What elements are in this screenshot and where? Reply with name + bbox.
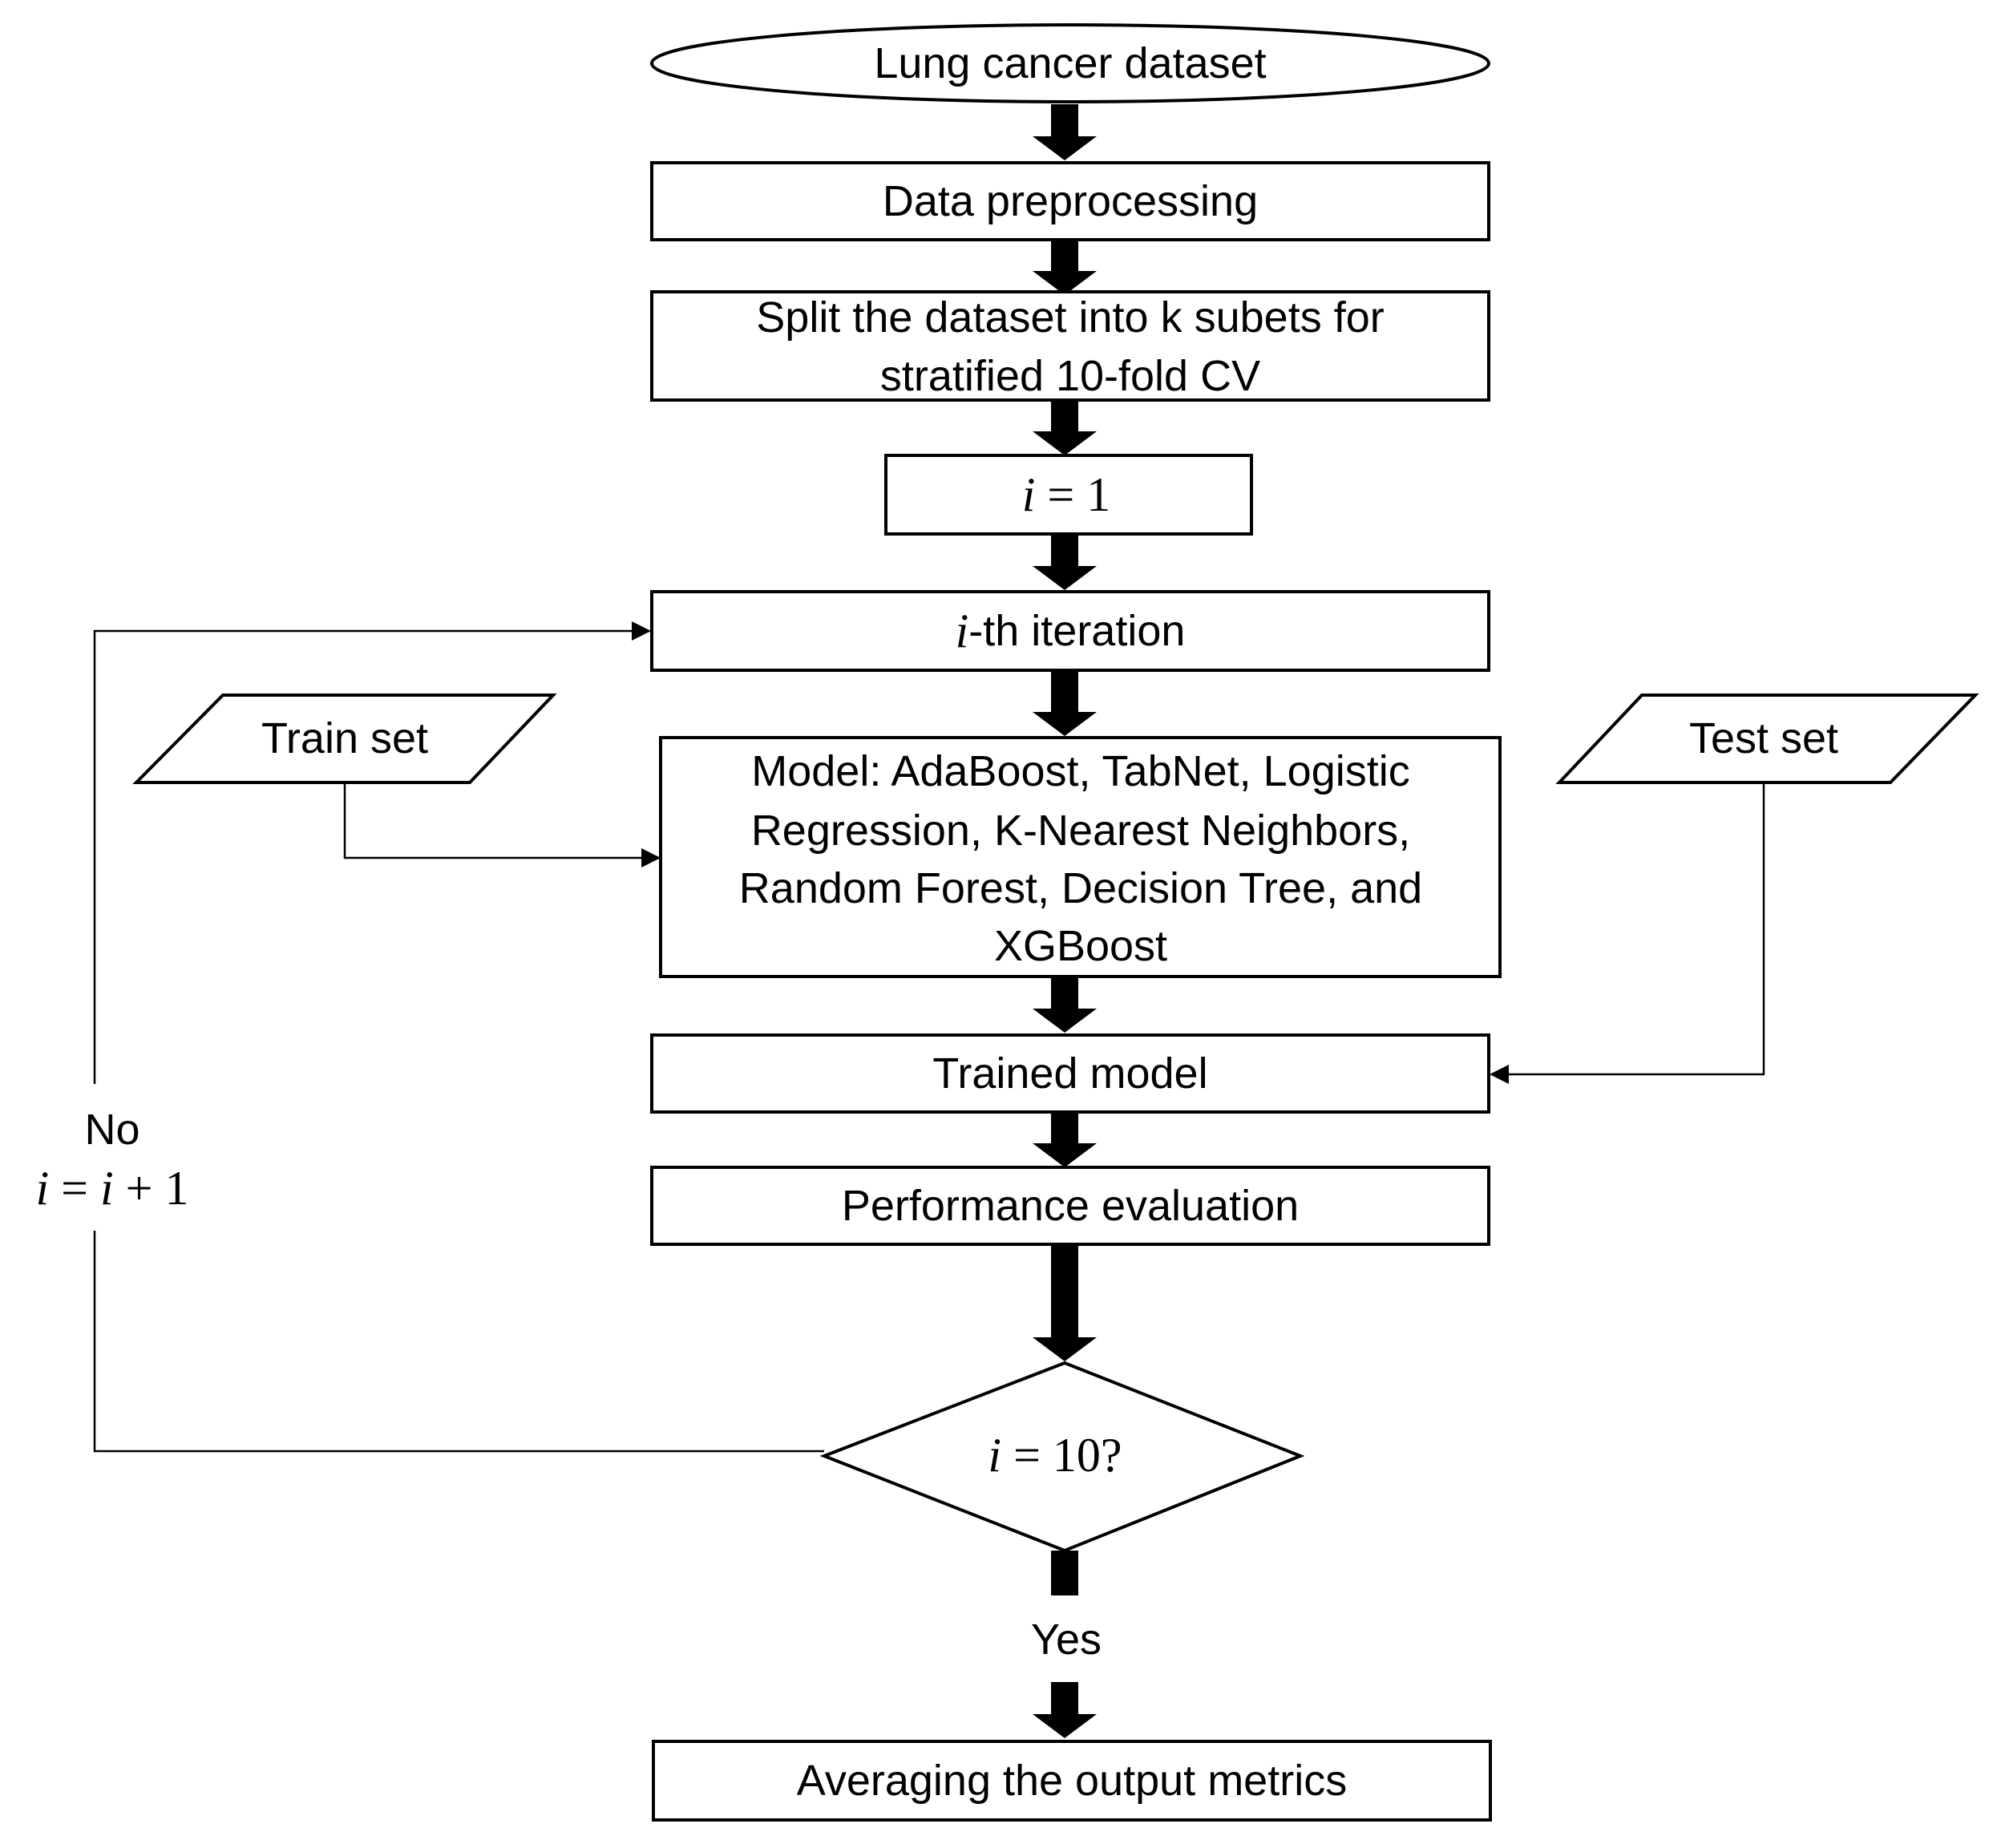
arrow-model-to-trained bbox=[1033, 977, 1097, 1033]
init-counter-label: i = 1 bbox=[1022, 468, 1111, 521]
no-branch-labels: No i = i + 1 bbox=[35, 1106, 188, 1215]
increment-variable-left: i bbox=[35, 1162, 49, 1215]
evaluation-label: Performance evaluation bbox=[842, 1182, 1299, 1230]
split-label-line2: stratified 10-fold CV bbox=[880, 352, 1260, 400]
trained-model-step: Trained model bbox=[650, 1033, 1490, 1114]
arrow-dataset-to-preprocessing bbox=[1033, 104, 1097, 160]
main-flow-arrows bbox=[1033, 104, 1097, 1738]
decision-variable: i bbox=[988, 1429, 1001, 1482]
init-counter-value: = 1 bbox=[1035, 468, 1110, 521]
arrow-init-to-iteration bbox=[1033, 534, 1097, 590]
arrow-iteration-to-model bbox=[1033, 670, 1097, 736]
test-set-connector bbox=[1490, 784, 1765, 1084]
increment-label: i = i + 1 bbox=[35, 1162, 188, 1215]
arrow-evaluation-to-decision bbox=[1033, 1244, 1097, 1361]
test-set-label: Test set bbox=[1689, 714, 1838, 762]
increment-variable-right: i bbox=[100, 1162, 114, 1215]
start-node-dataset: Lung cancer dataset bbox=[650, 23, 1490, 103]
evaluation-step: Performance evaluation bbox=[650, 1166, 1490, 1246]
averaging-step: Averaging the output metrics bbox=[652, 1740, 1492, 1822]
decision-node: i = 10? bbox=[819, 1361, 1305, 1553]
train-set-label: Train set bbox=[261, 714, 428, 762]
iteration-variable: i bbox=[956, 605, 969, 657]
train-set-input: Train set bbox=[132, 694, 557, 784]
preprocessing-label: Data preprocessing bbox=[883, 177, 1258, 225]
model-label-line2: Regression, K-Nearest Neighbors, bbox=[751, 807, 1410, 855]
iteration-text: -th iteration bbox=[968, 607, 1185, 655]
split-label-line1: Split the dataset into k subets for bbox=[756, 293, 1384, 342]
decision-label: i = 10? bbox=[988, 1429, 1122, 1482]
model-label-line1: Model: AdaBoost, TabNet, Logistic bbox=[751, 747, 1410, 795]
arrow-preprocessing-to-split bbox=[1033, 239, 1097, 295]
split-step: Split the dataset into k subets for stra… bbox=[650, 290, 1490, 402]
train-set-connector bbox=[343, 784, 661, 867]
increment-equals: = bbox=[49, 1162, 100, 1215]
arrow-yes-to-averaging bbox=[1033, 1682, 1097, 1738]
no-label: No bbox=[84, 1106, 139, 1154]
averaging-label: Averaging the output metrics bbox=[797, 1757, 1347, 1805]
arrow-split-to-init bbox=[1033, 399, 1097, 455]
init-counter-step: i = 1 bbox=[884, 454, 1253, 536]
test-set-input: Test set bbox=[1555, 694, 1979, 784]
trained-model-label: Trained model bbox=[932, 1049, 1207, 1098]
arrow-trained-to-evaluation bbox=[1033, 1111, 1097, 1167]
model-label-line4: XGBoost bbox=[994, 922, 1167, 970]
side-connectors bbox=[93, 621, 1765, 1453]
init-counter-variable: i bbox=[1022, 468, 1036, 521]
model-label-line3: Random Forest, Decision Tree, and bbox=[739, 864, 1422, 912]
increment-step: + 1 bbox=[114, 1162, 189, 1215]
yes-label: Yes bbox=[1031, 1615, 1102, 1664]
loop-back-lower-connector bbox=[93, 1231, 824, 1453]
iteration-label: i-th iteration bbox=[956, 605, 1186, 657]
decision-condition: = 10? bbox=[1001, 1429, 1122, 1482]
yes-branch-stem bbox=[1051, 1551, 1078, 1595]
loop-back-upper-connector bbox=[93, 621, 651, 1084]
model-step: Model: AdaBoost, TabNet, Logistic Regres… bbox=[659, 736, 1502, 978]
preprocessing-step: Data preprocessing bbox=[650, 161, 1490, 241]
iteration-step: i-th iteration bbox=[650, 590, 1490, 672]
dataset-label: Lung cancer dataset bbox=[874, 39, 1266, 87]
